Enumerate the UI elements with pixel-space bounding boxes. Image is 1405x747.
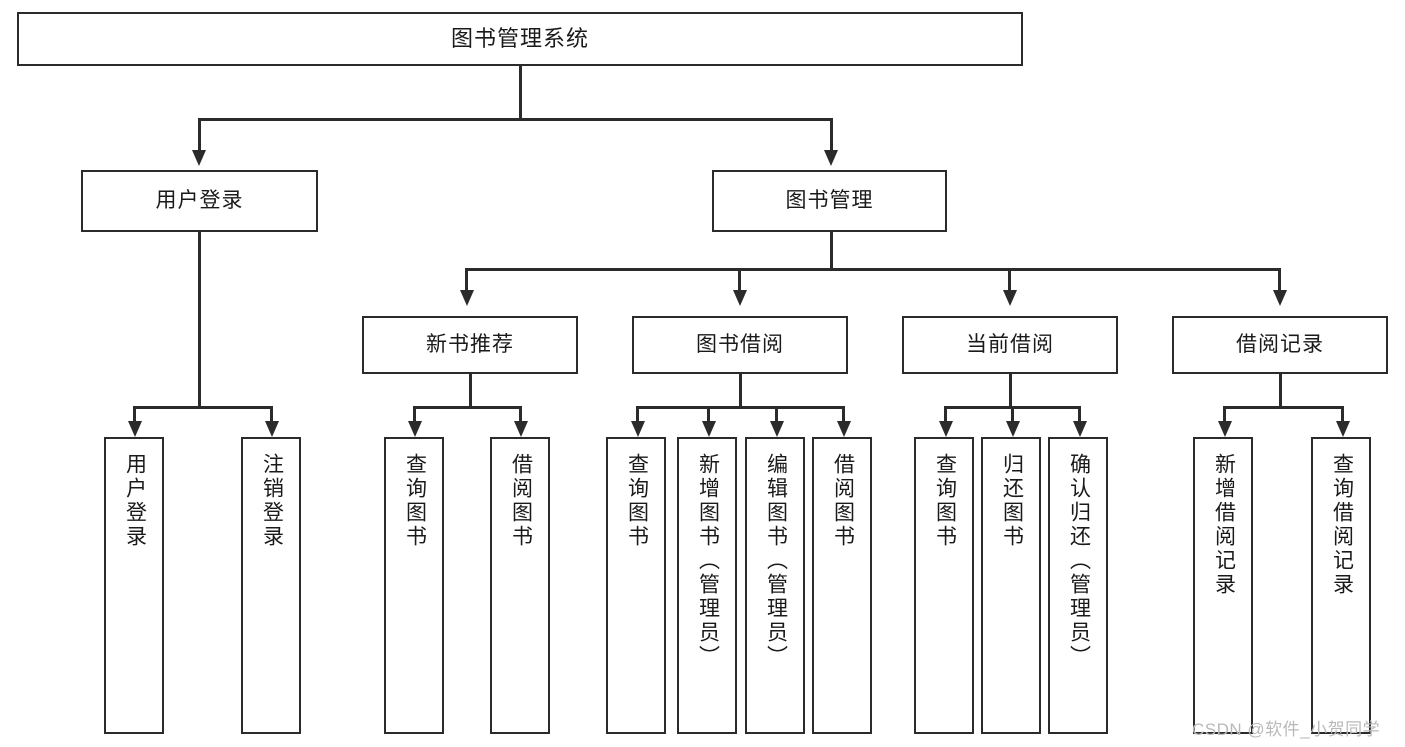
node-label: 查询图书 bbox=[933, 453, 957, 549]
edge-book-borrow-to-leaf-3 bbox=[775, 406, 778, 421]
edge-current-borrow-to-leaf-3 bbox=[1078, 406, 1081, 421]
node-label: 查询图书 bbox=[625, 453, 649, 549]
node-leaf-confirm-return[interactable]: 确认归还（管理员） bbox=[1048, 437, 1108, 734]
node-label: 新增图书（管理员） bbox=[696, 453, 720, 669]
node-label: 归还图书 bbox=[1000, 453, 1024, 549]
edge-root-stem bbox=[519, 66, 522, 118]
node-leaf-borrow-book-2[interactable]: 借阅图书 bbox=[812, 437, 872, 734]
node-leaf-add-book[interactable]: 新增图书（管理员） bbox=[677, 437, 737, 734]
node-leaf-user-login[interactable]: 用户登录 bbox=[104, 437, 164, 734]
node-label: 查询图书 bbox=[403, 453, 427, 549]
node-book-borrow[interactable]: 图书借阅 bbox=[632, 316, 848, 374]
node-leaf-query-book-1[interactable]: 查询图书 bbox=[384, 437, 444, 734]
node-leaf-return-book[interactable]: 归还图书 bbox=[981, 437, 1041, 734]
edge-new-book-to-leaf-2 bbox=[519, 406, 522, 421]
node-leaf-add-record[interactable]: 新增借阅记录 bbox=[1193, 437, 1253, 734]
arrow-book-borrow-to-leaf-4 bbox=[837, 421, 851, 437]
arrow-book-borrow-to-leaf-2 bbox=[702, 421, 716, 437]
edge-root-bus bbox=[198, 118, 832, 121]
node-label: 编辑图书（管理员） bbox=[764, 453, 788, 669]
arrow-current-borrow-to-leaf-3 bbox=[1073, 421, 1087, 437]
node-user-login[interactable]: 用户登录 bbox=[81, 170, 318, 232]
node-label: 图书借阅 bbox=[696, 332, 784, 356]
edge-root-to-book-management bbox=[830, 118, 833, 150]
edge-root-to-user-login bbox=[198, 118, 201, 150]
arrow-book-borrow-to-leaf-3 bbox=[770, 421, 784, 437]
arrow-bm-to-current-borrow bbox=[1003, 290, 1017, 306]
node-label: 当前借阅 bbox=[966, 332, 1054, 356]
node-root-system[interactable]: 图书管理系统 bbox=[17, 12, 1023, 66]
node-label: 借阅图书 bbox=[509, 453, 533, 549]
edge-borrow-record-stem bbox=[1279, 374, 1282, 406]
node-label: 新增借阅记录 bbox=[1212, 453, 1236, 597]
node-leaf-borrow-book-1[interactable]: 借阅图书 bbox=[490, 437, 550, 734]
node-leaf-user-logout[interactable]: 注销登录 bbox=[241, 437, 301, 734]
edge-user-login-bus bbox=[133, 406, 270, 409]
edge-book-borrow-to-leaf-1 bbox=[636, 406, 639, 421]
node-leaf-edit-book[interactable]: 编辑图书（管理员） bbox=[745, 437, 805, 734]
arrow-current-borrow-to-leaf-2 bbox=[1006, 421, 1020, 437]
edge-new-book-stem bbox=[469, 374, 472, 406]
arrow-new-book-to-leaf-1 bbox=[408, 421, 422, 437]
node-current-borrow[interactable]: 当前借阅 bbox=[902, 316, 1118, 374]
edge-current-borrow-to-leaf-2 bbox=[1011, 406, 1014, 421]
node-book-management[interactable]: 图书管理 bbox=[712, 170, 947, 232]
node-label: 借阅记录 bbox=[1236, 332, 1324, 356]
arrow-bm-to-borrow-record bbox=[1273, 290, 1287, 306]
arrow-bm-to-book-borrow bbox=[733, 290, 747, 306]
edge-user-login-to-leaf-1 bbox=[133, 406, 136, 421]
edge-new-book-to-leaf-1 bbox=[413, 406, 416, 421]
node-label: 注销登录 bbox=[260, 453, 284, 549]
edge-book-management-stem bbox=[830, 232, 833, 268]
edge-bm-to-book-borrow bbox=[738, 268, 741, 290]
node-new-book-recommend[interactable]: 新书推荐 bbox=[362, 316, 578, 374]
arrow-bm-to-new-book bbox=[460, 290, 474, 306]
edge-borrow-record-bus bbox=[1223, 406, 1341, 409]
arrow-borrow-record-to-leaf-2 bbox=[1336, 421, 1350, 437]
node-label: 查询借阅记录 bbox=[1330, 453, 1354, 597]
node-label: 用户登录 bbox=[155, 188, 244, 212]
node-leaf-query-book-2[interactable]: 查询图书 bbox=[606, 437, 666, 734]
node-label: 用户登录 bbox=[123, 453, 147, 549]
node-leaf-query-book-3[interactable]: 查询图书 bbox=[914, 437, 974, 734]
node-label: 借阅图书 bbox=[831, 453, 855, 549]
edge-book-borrow-to-leaf-2 bbox=[707, 406, 710, 421]
edge-borrow-record-to-leaf-1 bbox=[1223, 406, 1226, 421]
edge-bm-to-new-book bbox=[465, 268, 468, 290]
node-label: 图书管理 bbox=[785, 188, 874, 212]
edge-book-borrow-to-leaf-4 bbox=[842, 406, 845, 421]
node-label: 确认归还（管理员） bbox=[1067, 453, 1091, 669]
edge-bm-to-current-borrow bbox=[1008, 268, 1011, 290]
edge-borrow-record-to-leaf-2 bbox=[1341, 406, 1344, 421]
node-label: 新书推荐 bbox=[426, 332, 514, 356]
edge-book-management-bus bbox=[465, 268, 1280, 271]
node-leaf-query-record[interactable]: 查询借阅记录 bbox=[1311, 437, 1371, 734]
edge-current-borrow-to-leaf-1 bbox=[944, 406, 947, 421]
edge-current-borrow-stem bbox=[1009, 374, 1012, 406]
arrow-book-borrow-to-leaf-1 bbox=[631, 421, 645, 437]
csdn-watermark: CSDN @软件_小贺同学 bbox=[1192, 720, 1381, 739]
arrow-user-login-to-leaf-2 bbox=[265, 421, 279, 437]
arrow-new-book-to-leaf-2 bbox=[514, 421, 528, 437]
edge-user-login-to-leaf-2 bbox=[270, 406, 273, 421]
node-label: 图书管理系统 bbox=[450, 26, 589, 52]
edge-book-borrow-bus bbox=[636, 406, 844, 409]
edge-book-borrow-stem bbox=[739, 374, 742, 406]
arrow-user-login-to-leaf-1 bbox=[128, 421, 142, 437]
edge-bm-to-borrow-record bbox=[1278, 268, 1281, 290]
edge-user-login-stem bbox=[198, 232, 201, 408]
node-borrow-record[interactable]: 借阅记录 bbox=[1172, 316, 1388, 374]
arrow-current-borrow-to-leaf-1 bbox=[939, 421, 953, 437]
arrow-root-to-book-management bbox=[824, 150, 838, 166]
edge-new-book-bus bbox=[413, 406, 519, 409]
arrow-borrow-record-to-leaf-1 bbox=[1218, 421, 1232, 437]
arrow-root-to-user-login bbox=[192, 150, 206, 166]
